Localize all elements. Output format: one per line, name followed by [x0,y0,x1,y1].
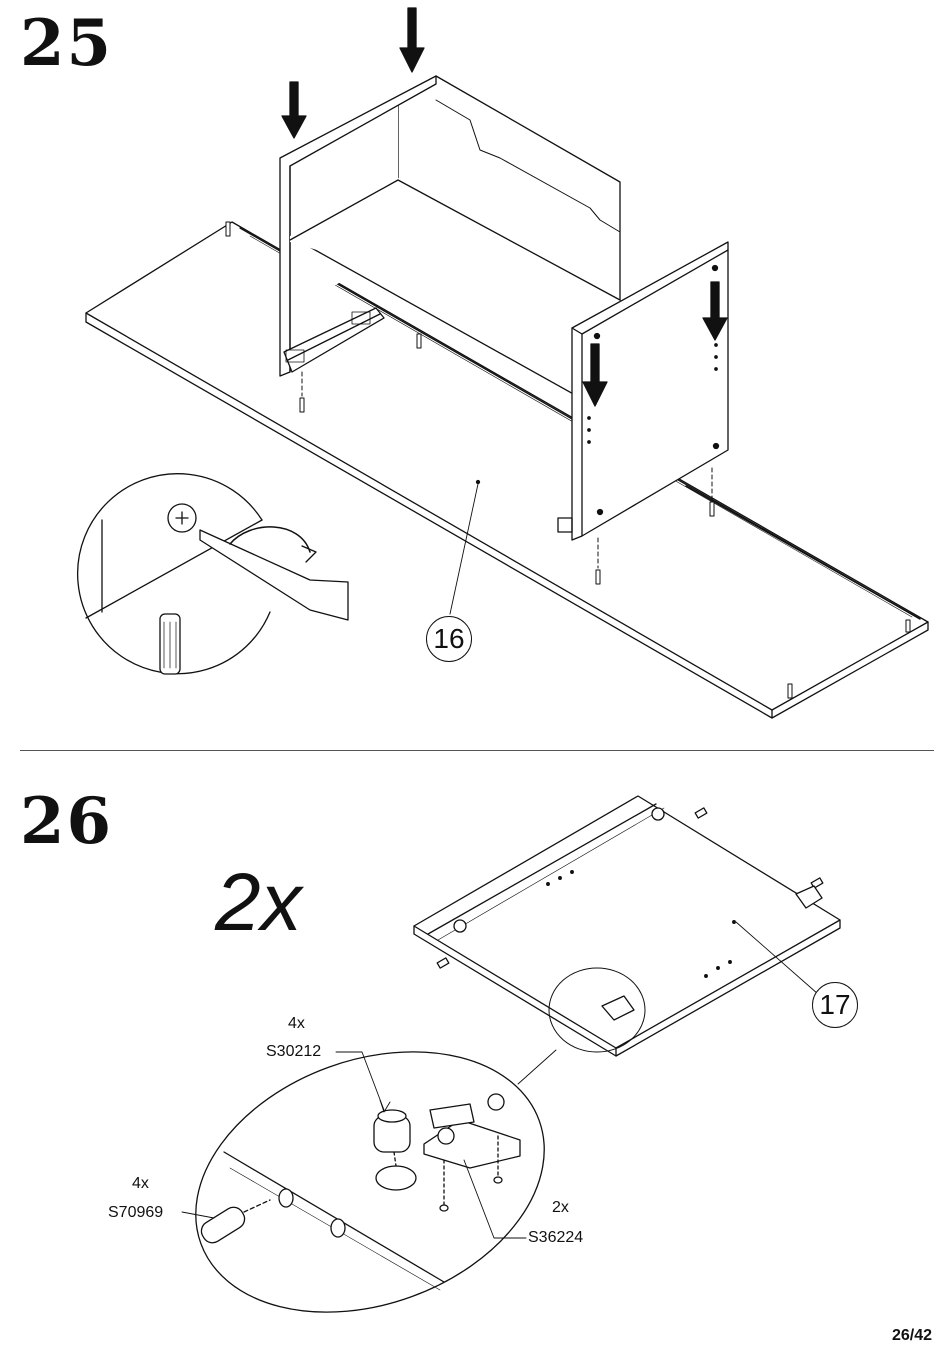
part-callout-17: 17 [812,982,858,1028]
part-callout-16: 16 [426,616,472,662]
panel-17 [414,796,840,1056]
detail-ellipse-hardware [159,1006,581,1353]
section-divider [20,750,934,751]
step-quantity: 2x [215,862,302,944]
hardware-code-s70969: S70969 [108,1205,163,1221]
step-number-26: 26 [20,790,113,854]
hardware-code-s36224: S36224 [528,1230,583,1246]
hardware-qty-s70969: 4x [132,1176,149,1192]
step-number-25: 25 [20,12,113,76]
hardware-qty-s30212: 4x [288,1016,305,1032]
hardware-code-s30212: S30212 [266,1044,321,1060]
page-number: 26/42 [892,1327,932,1345]
hardware-qty-s36224: 2x [552,1200,569,1216]
detail-circle-screw [78,474,348,674]
